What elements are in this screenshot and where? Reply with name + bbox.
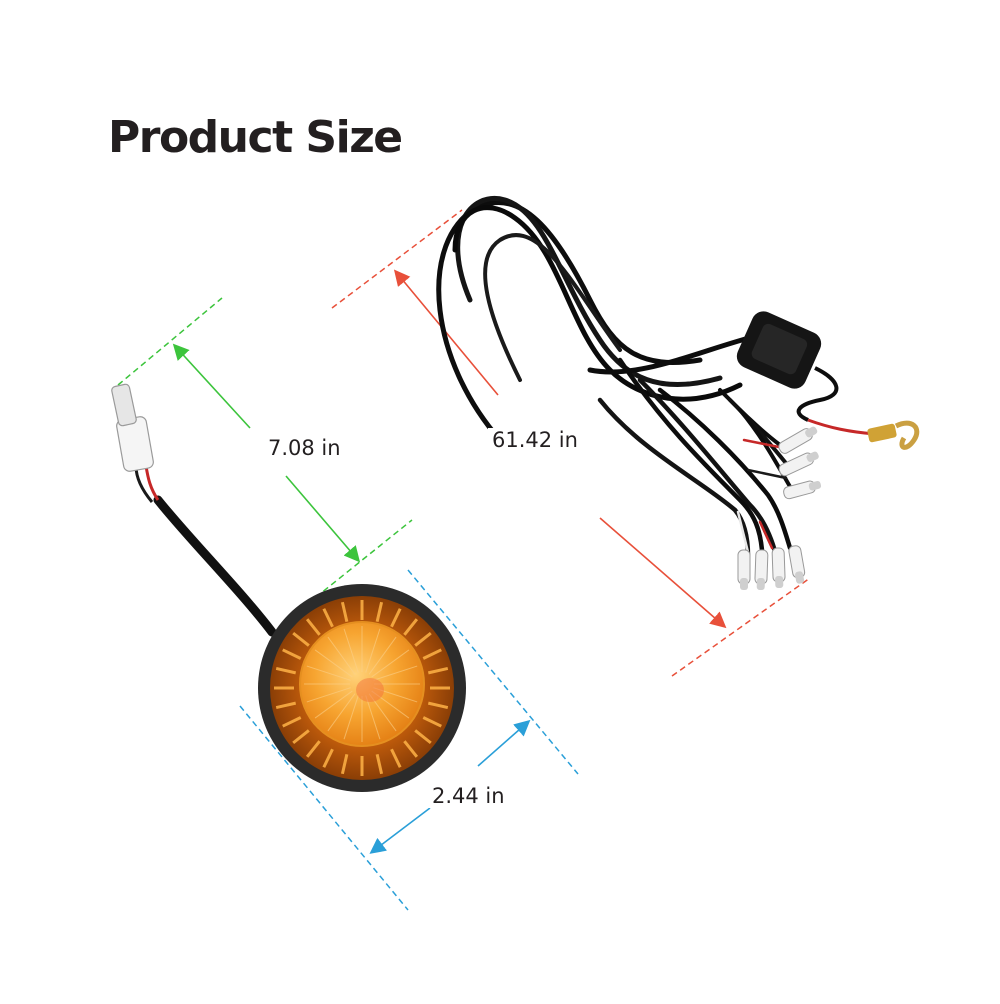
harness-length-label: 61.42 in xyxy=(488,428,582,452)
amber-lamp xyxy=(258,584,466,792)
bullet-connectors xyxy=(737,426,822,591)
lamp-cable-length-label: 7.08 in xyxy=(264,436,345,460)
lamp-cable xyxy=(111,383,277,637)
wiring-harness xyxy=(436,196,794,559)
ring-terminal xyxy=(807,418,920,450)
page-title: Product Size xyxy=(108,112,403,163)
lamp-diameter-dimension xyxy=(239,569,579,911)
lamp-diameter-label: 2.44 in xyxy=(428,784,509,808)
splitter-box xyxy=(736,311,839,422)
harness-length-dimension xyxy=(331,209,811,677)
